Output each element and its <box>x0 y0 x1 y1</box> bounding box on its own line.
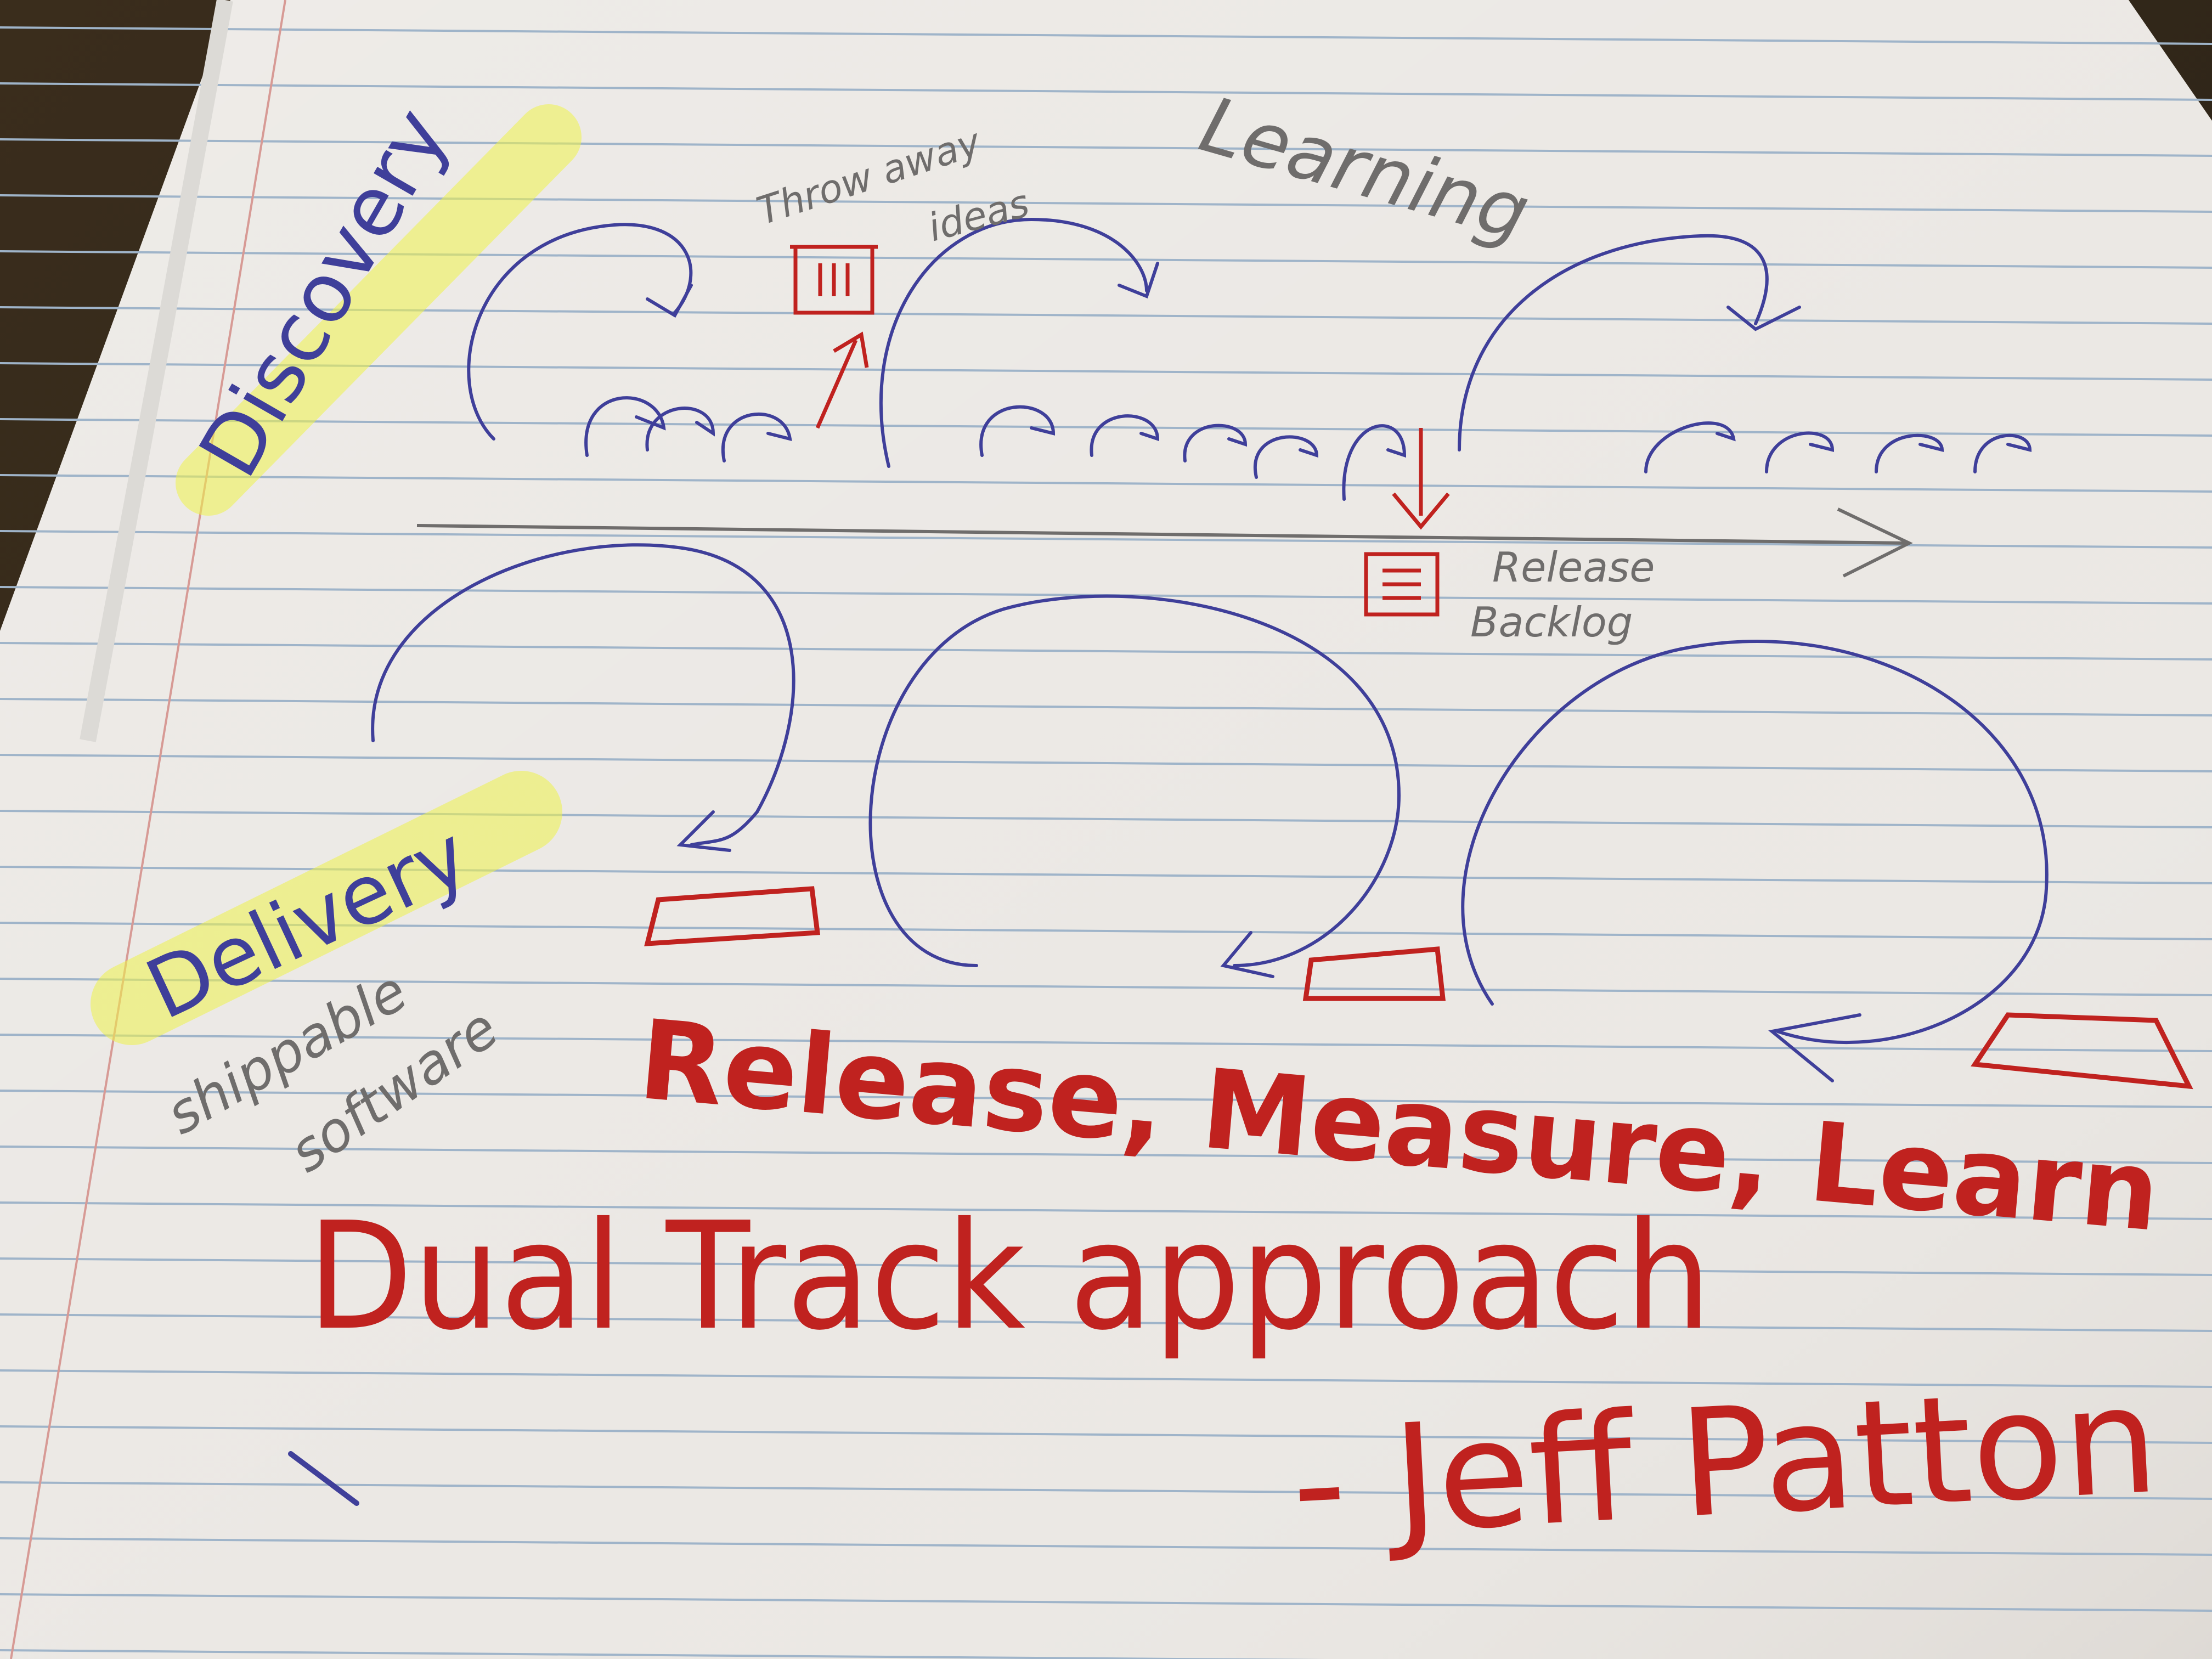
label-dual-track: Dual Track approach <box>307 1190 1712 1363</box>
margin-line <box>10 0 286 1659</box>
ruled-line <box>0 250 2212 269</box>
ruled-line <box>0 1146 2212 1164</box>
ruled-line <box>0 1593 2212 1612</box>
ruled-line <box>0 82 2212 101</box>
ruled-line <box>0 530 2212 549</box>
ruled-line <box>0 1369 2212 1388</box>
ruled-line <box>0 1090 2212 1108</box>
ruled-line <box>0 810 2212 828</box>
release-box <box>1971 1012 2193 1090</box>
ruled-line <box>0 698 2212 716</box>
ruled-line <box>0 978 2212 996</box>
ruled-line <box>0 26 2212 45</box>
label-release-backlog-2: Backlog <box>1470 598 1633 646</box>
highlighter-marks <box>91 104 582 1045</box>
stray-pen-mark <box>288 1451 359 1506</box>
trash-can-icon <box>790 245 878 429</box>
release-box <box>644 886 821 946</box>
ruled-line <box>0 1313 2212 1332</box>
label-release-backlog-1: Release <box>1492 543 1655 591</box>
timeline-arrow <box>416 507 1913 578</box>
binding-edge <box>80 0 233 742</box>
delivery-loops <box>371 543 2049 1082</box>
ruled-line <box>0 138 2212 157</box>
ruled-line <box>0 1425 2212 1444</box>
ruled-line <box>0 1257 2212 1276</box>
ruled-line <box>0 194 2212 213</box>
release-box <box>1302 946 1446 1001</box>
ruled-line <box>0 474 2212 493</box>
ruled-line <box>0 1649 1328 1659</box>
highlight-discovery <box>176 104 582 516</box>
ruled-line <box>0 418 2212 437</box>
ruled-line <box>0 642 2212 661</box>
ruled-line <box>0 1201 2212 1220</box>
release-boxes <box>644 886 2193 1090</box>
ruled-line <box>0 1034 2212 1052</box>
ruled-line <box>0 1481 2212 1500</box>
ruled-line <box>0 754 2212 772</box>
ruled-line <box>0 1537 2212 1556</box>
highlight-delivery <box>91 771 562 1045</box>
backlog-document-icon <box>1364 428 1450 617</box>
discovery-loops <box>467 217 2032 501</box>
